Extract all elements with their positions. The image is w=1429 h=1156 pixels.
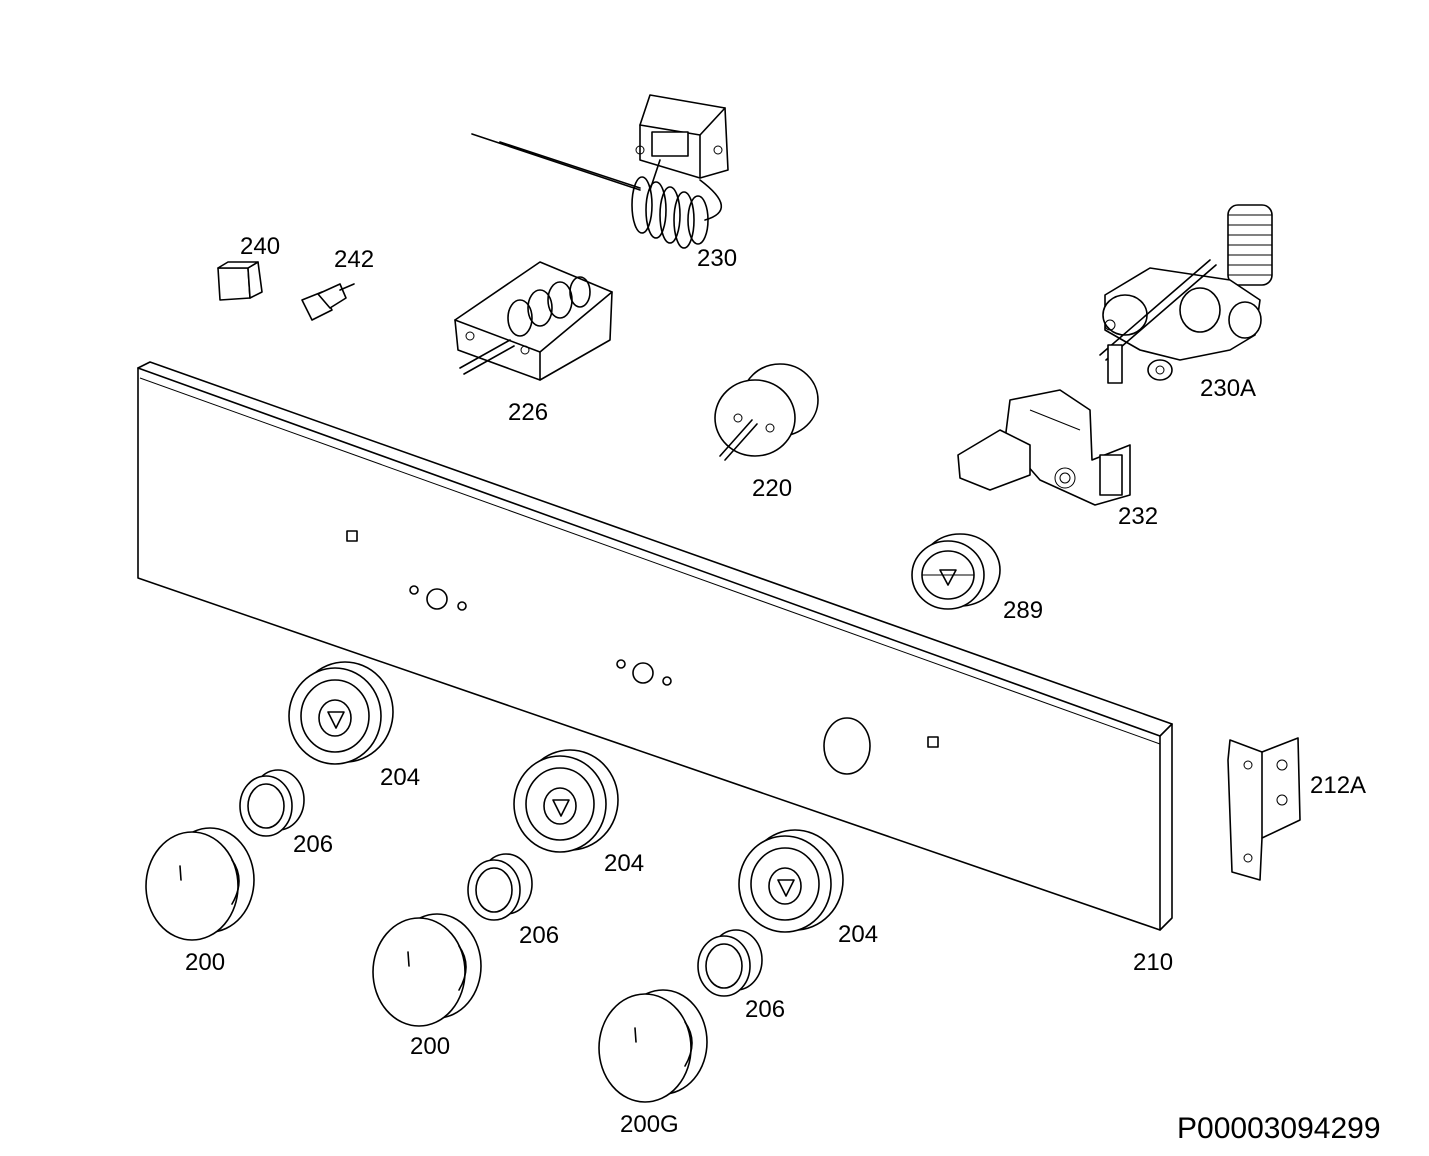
label-bezel-2: 204 — [604, 850, 644, 877]
label-knob-ring: 289 — [1003, 597, 1043, 624]
gas-valve-part — [1099, 204, 1273, 384]
spring-part-3 — [697, 929, 763, 997]
label-knob-1: 200 — [185, 949, 225, 976]
label-spring-2: 206 — [519, 922, 559, 949]
label-knob-2: 200 — [410, 1033, 450, 1060]
label-control-panel: 210 — [1133, 949, 1173, 976]
microswitch-part — [957, 389, 1131, 506]
label-push-switch: 242 — [334, 246, 374, 273]
label-knob-3: 200G — [620, 1111, 679, 1138]
label-microswitch: 232 — [1118, 503, 1158, 530]
label-panel-bracket: 212A — [1310, 772, 1366, 799]
thermostat-part — [471, 94, 729, 249]
knob-part-3 — [598, 989, 708, 1103]
bezel-part-1 — [288, 661, 394, 765]
label-thermostat: 230 — [697, 245, 737, 272]
label-spring-1: 206 — [293, 831, 333, 858]
knob-part-2 — [372, 913, 482, 1027]
label-indicator-lamp: 240 — [240, 233, 280, 260]
knob-ring-small-part — [911, 533, 1001, 610]
label-spindle-adapter: 220 — [752, 475, 792, 502]
label-bezel-3: 204 — [838, 921, 878, 948]
indicator-lamp-part — [217, 261, 263, 301]
bezel-part-3 — [738, 829, 844, 933]
selector-switch-part — [454, 261, 613, 381]
spring-part-1 — [239, 769, 305, 837]
label-spring-3: 206 — [745, 996, 785, 1023]
label-gas-valve: 230A — [1200, 375, 1256, 402]
label-selector-switch: 226 — [508, 399, 548, 426]
knob-spindle-adapter-part — [714, 363, 819, 461]
bezel-part-2 — [513, 749, 619, 853]
panel-bracket-part — [1227, 737, 1301, 881]
label-bezel-1: 204 — [380, 764, 420, 791]
push-switch-part — [301, 283, 355, 321]
spring-part-2 — [467, 853, 533, 921]
document-id: P00003094299 — [1177, 1112, 1381, 1145]
knob-part-1 — [145, 827, 255, 941]
control-panel-part — [137, 361, 1173, 931]
